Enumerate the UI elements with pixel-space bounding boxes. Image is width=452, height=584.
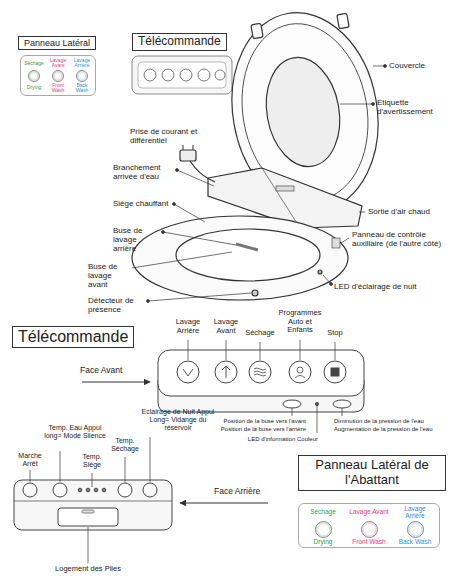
button-icon — [76, 70, 88, 82]
heading-text: Télécommande — [18, 328, 128, 346]
button-label: Back Wash — [72, 83, 92, 94]
remote-back — [14, 480, 172, 530]
button-label: Drying — [314, 539, 333, 546]
button-label: Drying — [27, 85, 41, 90]
part-label: Sortie d'air chaud — [368, 207, 430, 216]
part-label: Panneau de contrôle auxiliaire (de l'aut… — [352, 230, 448, 248]
part-label: Buse de lavage avant — [88, 262, 130, 290]
heading-text: Panneau Latéral — [24, 38, 90, 48]
button-label: Lavage Arrière — [394, 506, 436, 520]
part-label: LED d'éclairage de nuit — [334, 282, 416, 291]
part-label: Augmentation de la pression de l'eau — [334, 426, 433, 433]
heading-text: Télécommande — [138, 35, 221, 49]
button-label: Front Wash — [352, 539, 385, 546]
part-label: Eclairage de Nuit Appui Long= Vidange du… — [138, 408, 218, 432]
button-panel: Séchage Lavage Avant Lavage ArrièreDrying F… — [20, 55, 96, 96]
button-icon — [28, 70, 40, 82]
part-label: Prise de courant et différentiel — [130, 127, 224, 145]
heading-box: Panneau Latéral — [18, 36, 96, 50]
button-icon — [407, 521, 424, 538]
button-label: Front Wash — [48, 83, 68, 94]
button-label: Lavage Avant — [349, 509, 388, 516]
part-label: Temp. Siège — [74, 453, 110, 469]
bidet-seat — [132, 1, 393, 300]
heading-box: Télécommande — [132, 33, 227, 51]
part-label: Détecteur de présence — [88, 296, 146, 314]
button-panel: Séchage Lavage Avant Lavage ArrièreDrying F… — [298, 503, 440, 548]
heading-text: Panneau Latéral de l'Abattant — [305, 458, 439, 488]
remote-thumbnail — [132, 56, 232, 94]
part-label: LED d'information Couleur — [188, 436, 318, 443]
button-label: Back Wash — [399, 539, 432, 546]
part-label: Temp. Eau Appui long= Mode Silence — [44, 424, 106, 440]
part-label: Etiquette d'avertissement — [377, 98, 449, 116]
part-label: Logement des Piles — [48, 565, 128, 574]
part-label: Buse de lavage arrière — [113, 226, 161, 254]
part-label: Diminution de la pression de l'eau — [334, 418, 424, 425]
part-label: Face Avant — [80, 366, 122, 376]
part-label: Marche Arrêt — [13, 452, 47, 468]
part-label: Séchage — [243, 329, 277, 338]
button-label: Lavage Arrière — [72, 58, 92, 69]
button-label: Lavage Avant — [48, 58, 68, 69]
part-label: Position de la buse vers l'arrière — [176, 426, 306, 433]
leader-lines — [30, 437, 150, 563]
part-label: Branchement arrivée d'eau — [113, 163, 175, 181]
button-icon — [315, 521, 332, 538]
part-label: Lavage Avant — [208, 318, 244, 335]
part-label: Face Arrière — [214, 487, 260, 497]
part-label: Couvercle — [389, 61, 425, 70]
part-label: Lavage Arrière — [166, 318, 210, 335]
heading-box: Panneau Latéral de l'Abattant — [298, 455, 446, 491]
button-label: Séchage — [24, 61, 44, 66]
part-label: Programmes Auto et Enfants — [275, 309, 325, 335]
button-icon — [52, 70, 64, 82]
leader-lines — [132, 65, 387, 303]
part-label: Stop — [322, 329, 348, 338]
part-label: Temp. Séchage — [108, 437, 142, 453]
heading-box: Télécommande — [12, 326, 134, 348]
remote-front — [158, 350, 364, 412]
button-label: Séchage — [310, 509, 336, 516]
button-icon — [361, 521, 378, 538]
part-label: Siège chauffant — [113, 199, 168, 208]
